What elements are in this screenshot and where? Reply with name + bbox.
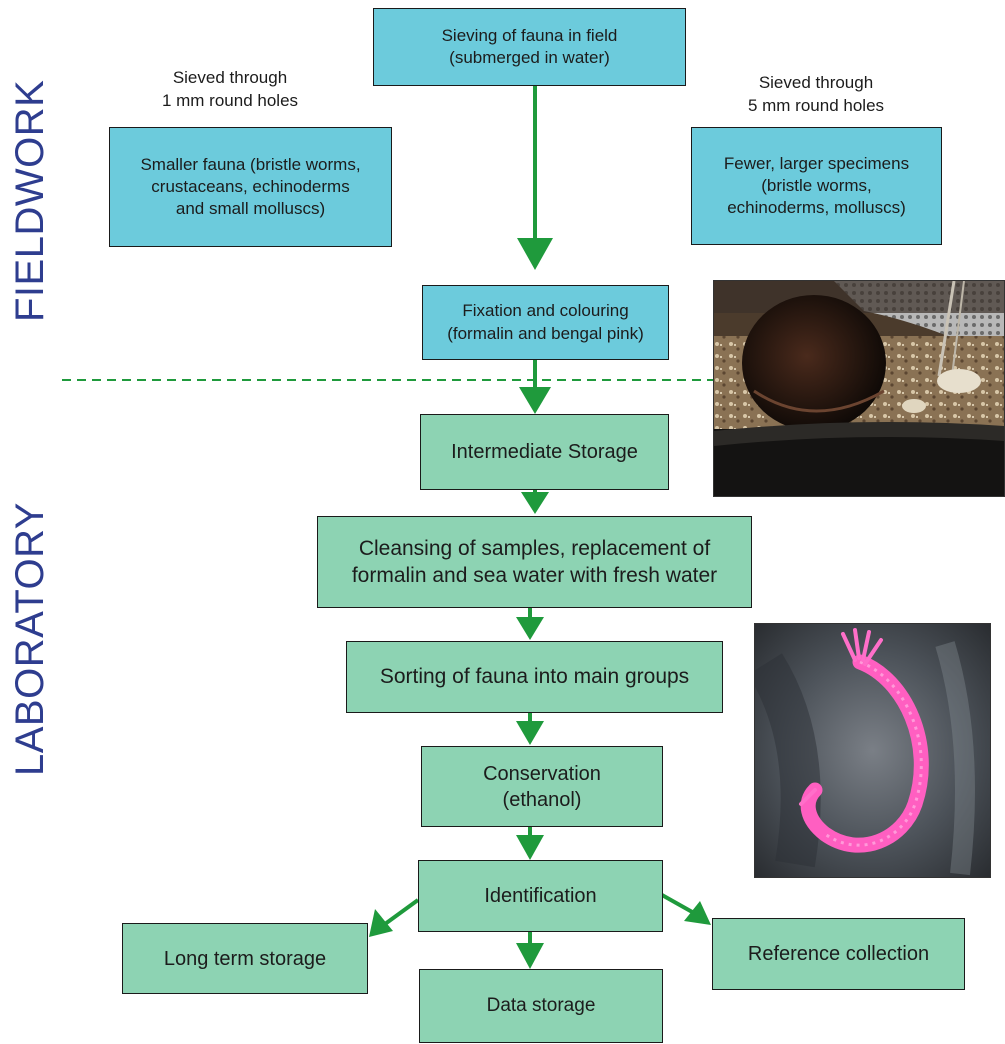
box-intermediate-storage-text: Intermediate Storage <box>451 439 638 465</box>
box-sieving-in-field: Sieving of fauna in field (submerged in … <box>373 8 686 86</box>
arrow-identification-to-reference <box>662 895 711 925</box>
box-long-term-storage-text: Long term storage <box>164 946 326 972</box>
photo-bristle-worm <box>754 623 991 878</box>
box-sieving-in-field-text: Sieving of fauna in field (submerged in … <box>442 25 618 69</box>
photo-mollusc <box>713 280 1005 497</box>
arrow-fixation-to-intermediate <box>519 360 551 414</box>
box-conservation-text: Conservation (ethanol) <box>483 761 601 813</box>
box-larger-specimens-text: Fewer, larger specimens (bristle worms, … <box>724 153 909 219</box>
box-smaller-fauna: Smaller fauna (bristle worms, crustacean… <box>109 127 392 247</box>
arrow-conservation-to-identification <box>516 827 544 860</box>
box-fixation-colouring: Fixation and colouring (formalin and ben… <box>422 285 669 360</box>
box-intermediate-storage: Intermediate Storage <box>420 414 669 490</box>
box-larger-specimens: Fewer, larger specimens (bristle worms, … <box>691 127 942 245</box>
box-cleansing-text: Cleansing of samples, replacement of for… <box>352 535 717 590</box>
arrow-cleansing-to-sorting <box>516 608 544 640</box>
box-fixation-colouring-text: Fixation and colouring (formalin and ben… <box>447 300 644 344</box>
arrow-sorting-to-conservation <box>516 713 544 745</box>
arrow-sieving-to-fixation <box>517 86 553 270</box>
box-smaller-fauna-text: Smaller fauna (bristle worms, crustacean… <box>140 154 360 220</box>
box-reference-collection: Reference collection <box>712 918 965 990</box>
box-long-term-storage: Long term storage <box>122 923 368 994</box>
box-data-storage: Data storage <box>419 969 663 1043</box>
box-reference-collection-text: Reference collection <box>748 941 929 967</box>
note-sieve-5mm: Sieved through 5 mm round holes <box>726 72 906 118</box>
box-sorting-text: Sorting of fauna into main groups <box>380 663 689 690</box>
arrow-identification-to-data-storage <box>516 932 544 969</box>
box-conservation: Conservation (ethanol) <box>421 746 663 827</box>
note-sieve-1mm: Sieved through 1 mm round holes <box>140 67 320 113</box>
arrow-identification-to-long-term <box>369 900 418 937</box>
box-sorting: Sorting of fauna into main groups <box>346 641 723 713</box>
box-data-storage-text: Data storage <box>487 994 596 1019</box>
box-identification: Identification <box>418 860 663 932</box>
box-identification-text: Identification <box>484 883 596 909</box>
box-cleansing: Cleansing of samples, replacement of for… <box>317 516 752 608</box>
